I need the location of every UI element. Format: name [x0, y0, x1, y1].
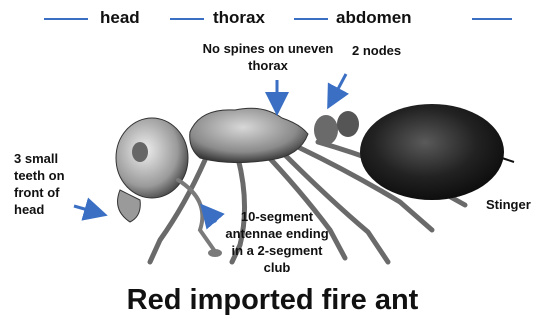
ant-eye	[132, 142, 148, 162]
spines-callout: No spines on uneven thorax	[198, 40, 338, 74]
ant-node-2	[337, 111, 359, 137]
ant-abdomen	[360, 104, 504, 200]
teeth-callout: 3 small teeth on front of head	[14, 150, 82, 218]
segment-thorax-label: thorax	[213, 7, 265, 29]
nodes-callout: 2 nodes	[352, 42, 432, 59]
ant-stinger	[502, 158, 514, 162]
segment-abdomen-label: abdomen	[336, 7, 412, 29]
stinger-callout: Stinger	[486, 196, 544, 213]
ant-head	[116, 118, 188, 198]
ant-antenna-club	[208, 249, 222, 257]
segment-head-label: head	[100, 7, 140, 29]
diagram-title: Red imported fire ant	[0, 283, 545, 317]
antennae-callout: 10-segment antennae ending in a 2-segmen…	[222, 208, 332, 276]
ant-node-1	[314, 115, 338, 145]
ant-thorax	[190, 108, 308, 162]
